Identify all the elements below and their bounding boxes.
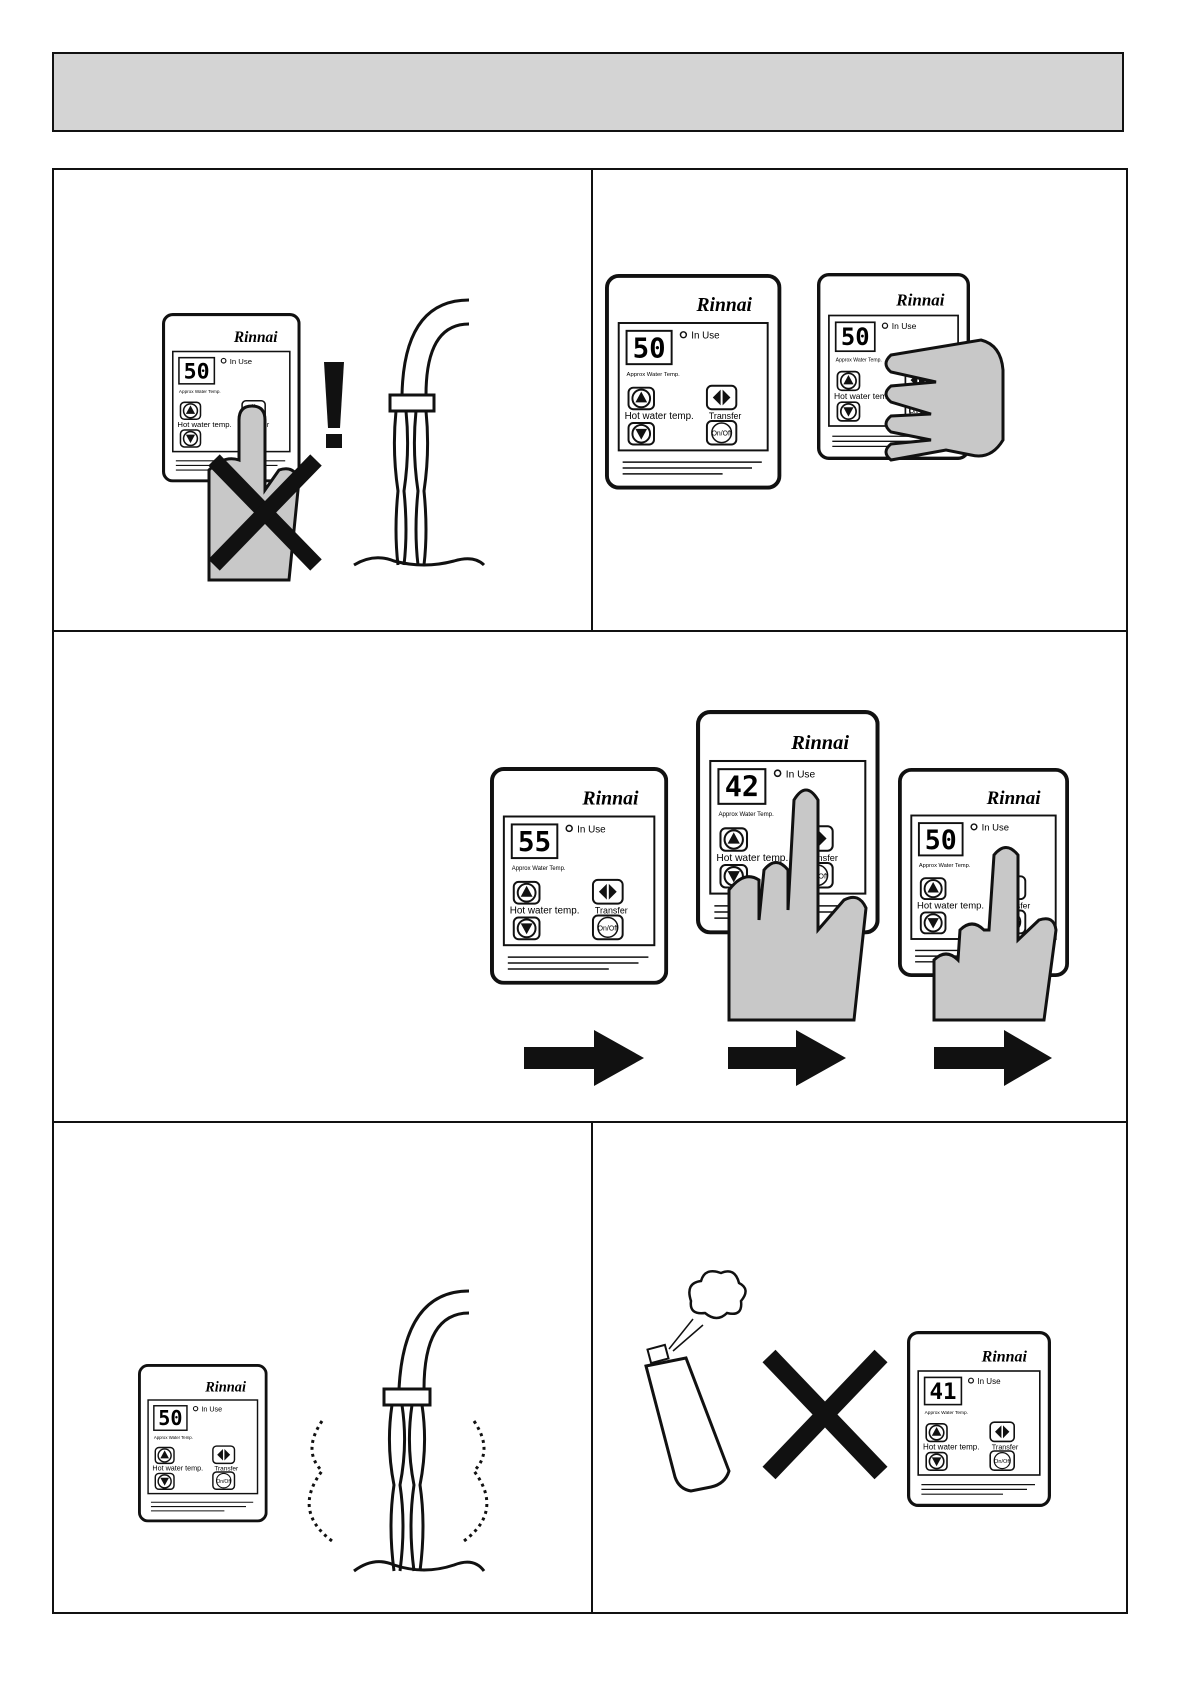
- column-divider: [591, 170, 593, 630]
- svg-text:41: 41: [930, 1379, 957, 1405]
- remote-controller-icon: Rinnai 50 In Use Approx Water Temp. Hot …: [898, 768, 1069, 977]
- page-header-bar: [52, 52, 1124, 132]
- svg-text:Transfer: Transfer: [992, 1442, 1019, 1451]
- svg-text:In Use: In Use: [201, 1405, 222, 1414]
- panel-5: Rinnai 41 In Use Approx Water Temp. Hot …: [591, 1121, 1124, 1612]
- svg-text:Approx Water Temp.: Approx Water Temp.: [836, 357, 882, 363]
- svg-text:50: 50: [633, 333, 666, 364]
- svg-text:Hot water temp.: Hot water temp.: [917, 901, 984, 912]
- spray-can-icon: [644, 1270, 747, 1493]
- panel-1: Rinnai 50 In Use Approx Water Temp. Hot …: [54, 170, 589, 628]
- svg-text:In Use: In Use: [786, 769, 816, 780]
- svg-text:In Use: In Use: [892, 321, 917, 331]
- svg-text:Approx Water Temp.: Approx Water Temp.: [718, 811, 774, 818]
- row-divider: [54, 630, 1126, 632]
- svg-text:Transfer: Transfer: [214, 1466, 239, 1473]
- remote-controller-icon: Rinnai 55 In Use Approx Water Temp. Hot …: [490, 767, 669, 985]
- svg-text:Hot water temp.: Hot water temp.: [834, 391, 894, 401]
- brand-logo: Rinnai: [581, 788, 639, 810]
- svg-text:In Use: In Use: [691, 331, 720, 342]
- remote-controller-icon: Rinnai 41 In Use Approx Water Temp. Hot …: [907, 1331, 1051, 1507]
- svg-text:On/Off: On/Off: [909, 409, 927, 415]
- svg-text:Hot water temp.: Hot water temp.: [716, 853, 788, 864]
- svg-text:In Use: In Use: [982, 823, 1009, 834]
- panel-4: Rinnai 50 In Use Approx Water Temp. Hot …: [54, 1121, 589, 1612]
- svg-text:On/Off: On/Off: [712, 431, 732, 438]
- svg-text:On/Off: On/Off: [598, 925, 618, 932]
- svg-text:Transfer: Transfer: [709, 411, 742, 421]
- brand-logo: Rinnai: [233, 329, 278, 346]
- svg-text:50: 50: [158, 1406, 182, 1430]
- instruction-grid: [52, 168, 1128, 1614]
- brand-logo: Rinnai: [204, 1379, 246, 1395]
- svg-text:Approx Water Temp.: Approx Water Temp.: [179, 389, 221, 394]
- svg-text:Hot water temp.: Hot water temp.: [923, 1442, 979, 1451]
- remote-controller-icon: Rinnai 50 In Use Approx Water Temp. Hot …: [605, 274, 782, 490]
- cross-icon: [208, 454, 322, 571]
- brand-logo: Rinnai: [895, 290, 944, 309]
- panel-2: Rinnai 50 In Use Approx Water Temp. Hot …: [591, 170, 1124, 628]
- brand-logo: Rinnai: [790, 732, 849, 754]
- svg-text:Transfer: Transfer: [595, 906, 628, 916]
- svg-text:Approx Water Temp.: Approx Water Temp.: [512, 866, 566, 872]
- svg-text:50: 50: [841, 323, 870, 351]
- svg-text:In Use: In Use: [230, 357, 252, 366]
- row-divider: [54, 1121, 1126, 1123]
- cross-icon: [762, 1349, 888, 1480]
- hot-water-tap-icon: [307, 1289, 489, 1573]
- svg-text:Hot water temp.: Hot water temp.: [152, 1464, 203, 1473]
- svg-text:In Use: In Use: [977, 1377, 1001, 1386]
- exclamation-icon: [324, 362, 344, 448]
- svg-text:50: 50: [184, 359, 210, 384]
- svg-text:Hot water temp.: Hot water temp.: [510, 906, 580, 917]
- svg-text:42: 42: [725, 770, 759, 804]
- panel-3: Rinnai 55 In Use Approx Water Temp. Hot …: [54, 630, 1124, 1119]
- svg-text:Approx Water Temp.: Approx Water Temp.: [925, 1410, 968, 1416]
- hand-icon: [727, 788, 868, 1022]
- brand-logo: Rinnai: [981, 1348, 1028, 1365]
- brand-logo: Rinnai: [695, 295, 752, 316]
- svg-text:Approx Water Temp.: Approx Water Temp.: [154, 1435, 193, 1440]
- hand-icon: [932, 846, 1058, 1022]
- arrow-right-icon: [524, 1030, 1052, 1086]
- svg-text:In Use: In Use: [577, 824, 606, 835]
- svg-text:Transfer: Transfer: [804, 853, 838, 863]
- hand-icon: [884, 338, 1005, 462]
- svg-text:Hot water temp.: Hot water temp.: [625, 411, 694, 422]
- svg-text:On/Off: On/Off: [216, 1479, 231, 1485]
- svg-text:Approx Water Temp.: Approx Water Temp.: [919, 863, 971, 869]
- svg-text:Hot water temp.: Hot water temp.: [177, 420, 231, 429]
- svg-text:Approx Water Temp.: Approx Water Temp.: [627, 372, 681, 378]
- remote-controller-icon: Rinnai 50 In Use Approx Water Temp. Hot …: [138, 1364, 268, 1523]
- brand-logo: Rinnai: [986, 788, 1042, 809]
- column-divider: [591, 1121, 593, 1614]
- svg-text:55: 55: [518, 825, 551, 858]
- hot-water-tap-icon: [353, 298, 486, 567]
- svg-text:On/Off: On/Off: [994, 1459, 1011, 1465]
- svg-text:50: 50: [925, 825, 957, 856]
